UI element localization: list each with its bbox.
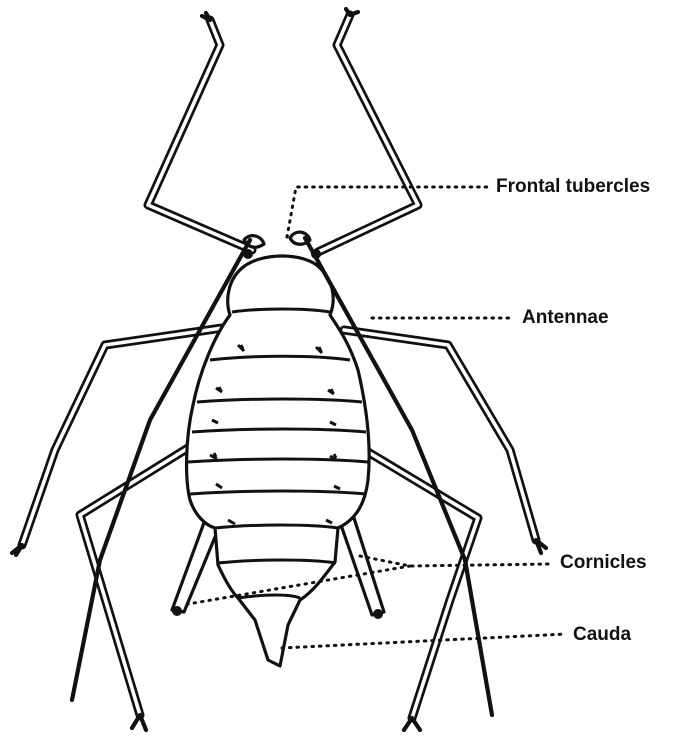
aphid-body	[187, 256, 370, 666]
foreleg-left	[148, 13, 252, 250]
leader-frontal-tubercles	[287, 187, 488, 237]
leader-cauda	[282, 634, 566, 648]
label-cauda: Cauda	[573, 625, 631, 644]
label-frontal-tubercles: Frontal tubercles	[496, 177, 650, 196]
foreleg-right	[318, 9, 418, 252]
label-antennae: Antennae	[522, 308, 609, 327]
cornicle-right	[340, 518, 384, 619]
hindleg-right	[368, 452, 478, 730]
label-cornicles: Cornicles	[560, 553, 647, 572]
